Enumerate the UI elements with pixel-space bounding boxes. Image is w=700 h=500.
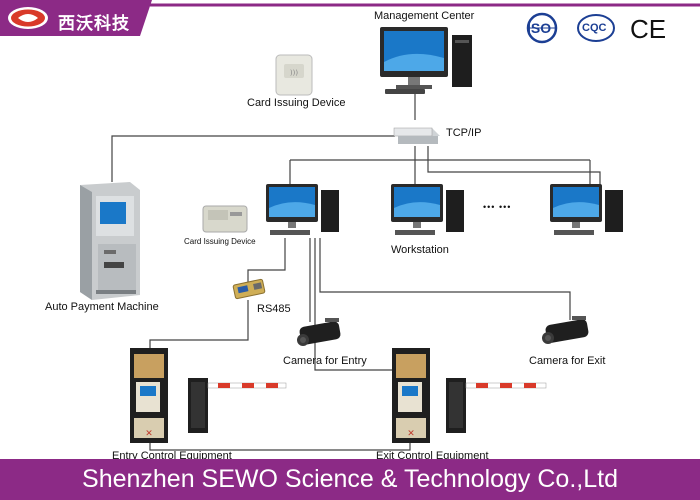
link-ws1-rs485 bbox=[247, 238, 286, 283]
card-issuer-mid bbox=[202, 205, 248, 233]
label-ellipsis: ••• ••• bbox=[483, 202, 512, 212]
camera-exit bbox=[542, 316, 589, 344]
ce-mark: CE bbox=[628, 10, 672, 44]
label-workstation: Workstation bbox=[391, 244, 449, 256]
label-camera-entry: Camera for Entry bbox=[283, 355, 367, 367]
svg-text:))): ))) bbox=[290, 69, 298, 77]
iso-badge-text: ISO bbox=[527, 20, 552, 36]
entry-barrier bbox=[188, 378, 287, 433]
svg-text:✕: ✕ bbox=[407, 429, 415, 439]
cqc-badge-text: CQC bbox=[582, 22, 607, 34]
rs485-converter bbox=[232, 278, 266, 300]
camera-entry bbox=[297, 318, 341, 346]
workstation-pc-2 bbox=[391, 184, 464, 235]
label-rs485: RS485 bbox=[257, 303, 291, 315]
sewo-s-logo-icon bbox=[0, 0, 50, 36]
link-entry-exit bbox=[149, 440, 411, 451]
label-camera-exit: Camera for Exit bbox=[529, 355, 606, 367]
management-pc bbox=[380, 27, 472, 94]
label-card-issuing-top: Card Issuing Device bbox=[247, 97, 346, 109]
svg-text:✕: ✕ bbox=[145, 429, 153, 439]
iso-badge: ISO bbox=[522, 12, 562, 44]
label-tcpip: TCP/IP bbox=[446, 127, 482, 139]
label-exit-equipment: Exit Control Equipment bbox=[376, 450, 489, 462]
link-switch-payment bbox=[111, 135, 395, 182]
link-switch-ws3 bbox=[427, 146, 601, 185]
auto-payment-kiosk bbox=[80, 182, 140, 300]
label-entry-equipment: Entry Control Equipment bbox=[112, 450, 232, 462]
cqc-badge: CQC bbox=[574, 12, 618, 44]
company-banner: Shenzhen SEWO Science & Technology Co.,L… bbox=[0, 459, 700, 500]
workstation-pc-3 bbox=[550, 184, 623, 235]
company-name: Shenzhen SEWO Science & Technology Co.,L… bbox=[82, 465, 618, 493]
label-card-issuing-mid: Card Issuing Device bbox=[184, 237, 256, 246]
exit-barrier bbox=[446, 378, 547, 433]
connection-lines bbox=[111, 93, 601, 451]
ce-mark-text: CE bbox=[630, 14, 667, 44]
company-logo: 西沃科技 bbox=[0, 0, 152, 36]
link-ws1-cam-exit bbox=[319, 238, 571, 320]
exit-terminal: ✕ bbox=[392, 348, 430, 443]
logo-text: 西沃科技 bbox=[58, 14, 130, 34]
entry-terminal: ✕ bbox=[130, 348, 168, 443]
workstation-pc-1 bbox=[266, 184, 339, 235]
link-rs485-entry bbox=[149, 300, 249, 348]
card-issuer-top: ))) bbox=[275, 54, 313, 96]
label-management-center: Management Center bbox=[374, 10, 475, 22]
label-auto-payment: Auto Payment Machine bbox=[45, 301, 159, 313]
link-ws1-exit bbox=[314, 238, 406, 371]
tcpip-switch bbox=[393, 127, 440, 144]
